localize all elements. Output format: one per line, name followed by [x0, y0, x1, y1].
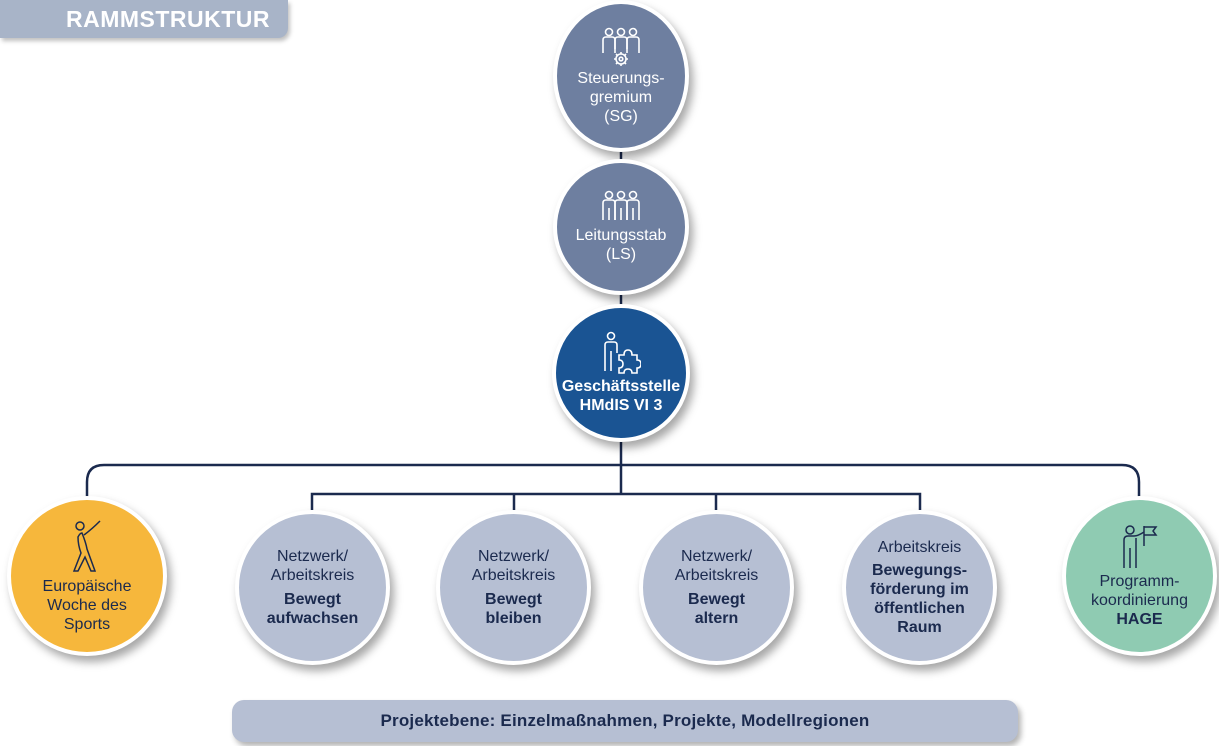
ew-line3: Sports: [63, 615, 111, 633]
ls-line1: Leitungsstab: [575, 227, 667, 244]
stretching-person-icon: [72, 519, 101, 572]
sg-line1: Steuerungs-: [577, 69, 665, 87]
oeff-bold2: förderung im: [870, 581, 969, 598]
alt-line2: Arbeitskreis: [674, 567, 759, 584]
hage-bold1: HAGE: [1116, 610, 1163, 628]
oeff-line1: Arbeitskreis: [877, 539, 962, 556]
sg-line3: (SG): [604, 107, 638, 125]
alt-bold1: Bewegt: [688, 591, 745, 608]
sg-line2: gremium: [589, 88, 653, 106]
oeff-bold3: öffentlichen: [874, 600, 965, 617]
connector-inner-bus: [310, 492, 922, 510]
connector-outer-bus: [85, 463, 1141, 498]
node-bewegt-aufwachsen: Netzwerk/ Arbeitskreis Bewegt aufwachsen: [235, 510, 390, 665]
node-europaeische-woche: Europäische Woche des Sports: [7, 496, 167, 656]
aufw-bold2: aufwachsen: [266, 610, 359, 627]
node-bewegungsfoerderung-raum: Arbeitskreis Bewegungs- förderung im öff…: [842, 510, 997, 665]
gs-line1: Geschäftsstelle: [561, 378, 681, 395]
people-group-icon: [602, 190, 640, 220]
aufw-line1: Netzwerk/: [276, 548, 349, 565]
project-level-label: Projektebene: Einzelmaßnahmen, Projekte,…: [380, 711, 870, 730]
blei-line2: Arbeitskreis: [471, 567, 556, 584]
blei-bold2: bleiben: [485, 610, 542, 627]
gs-line2: HMdIS VI 3: [579, 397, 663, 414]
alt-line1: Netzwerk/: [680, 548, 753, 565]
alt-bold2: altern: [694, 610, 739, 627]
project-level-bar: Projektebene: Einzelmaßnahmen, Projekte,…: [232, 700, 1018, 742]
blei-line1: Netzwerk/: [477, 548, 550, 565]
person-flag-icon: [1122, 524, 1157, 568]
ew-line1: Europäische: [42, 577, 132, 595]
node-geschaeftsstelle: Geschäftsstelle HMdIS VI 3: [552, 304, 690, 442]
hage-line1: Programm-: [1099, 572, 1180, 590]
aufw-bold1: Bewegt: [284, 591, 341, 608]
person-puzzle-icon: [604, 331, 641, 374]
oeff-bold1: Bewegungs-: [871, 562, 968, 579]
section-tag: RAMMSTRUKTUR: [0, 0, 288, 38]
hage-line2: koordinierung: [1091, 591, 1188, 609]
node-steuerungsgremium: Steuerungs- gremium (SG): [553, 0, 689, 152]
ls-line2: (LS): [605, 246, 637, 263]
aufw-line2: Arbeitskreis: [270, 567, 355, 584]
ew-line2: Woche des: [47, 596, 127, 614]
node-leitungsstab: Leitungsstab (LS): [553, 159, 689, 295]
blei-bold1: Bewegt: [485, 591, 542, 608]
node-bewegt-bleiben: Netzwerk/ Arbeitskreis Bewegt bleiben: [436, 510, 591, 665]
oeff-bold4: Raum: [897, 619, 942, 636]
node-programmkoordinierung: Programm- koordinierung HAGE: [1062, 496, 1217, 656]
node-bewegt-altern: Netzwerk/ Arbeitskreis Bewegt altern: [639, 510, 794, 665]
people-group-gear-icon: [602, 27, 640, 66]
